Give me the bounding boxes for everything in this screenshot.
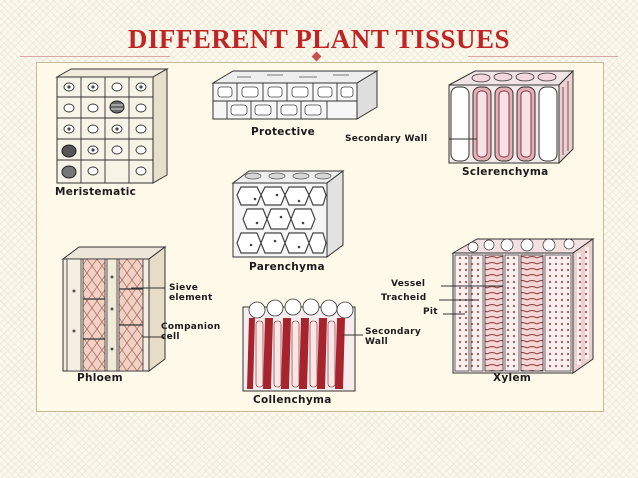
- label-sclerenchyma: Sclerenchyma: [462, 166, 549, 178]
- protective-tissue-drawing: [211, 70, 379, 120]
- label-meristematic: Meristematic: [55, 186, 137, 198]
- label-companion-cell: Companion cell: [161, 322, 221, 342]
- sclerenchyma-tissue-drawing: [448, 69, 575, 165]
- label-collenchyma: Collenchyma: [253, 394, 332, 406]
- parenchyma-tissue-drawing: [231, 170, 345, 258]
- xylem-tissue-drawing: [439, 238, 595, 374]
- label-phloem: Phloem: [77, 372, 123, 384]
- phloem-tissue-drawing: [61, 246, 167, 372]
- label-parenchyma: Parenchyma: [249, 261, 325, 273]
- title-ornament-left: [20, 56, 170, 57]
- label-secondary-wall-bottom: Secondary Wall: [365, 327, 422, 347]
- title-ornament-right: [468, 56, 618, 57]
- label-secondary-wall-top: Secondary Wall: [345, 134, 428, 144]
- collenchyma-tissue-drawing: [242, 298, 363, 392]
- label-xylem: Xylem: [493, 372, 532, 384]
- tissue-diagram-panel: Meristematic Protective Secondary Wall S…: [36, 62, 604, 412]
- meristematic-tissue-drawing: [55, 68, 169, 184]
- label-sieve-element: Sieve element: [169, 283, 213, 303]
- label-pit: Pit: [423, 307, 438, 317]
- label-vessel: Vessel: [391, 279, 426, 289]
- tissue-illustrations: [55, 68, 595, 392]
- label-protective: Protective: [251, 126, 316, 138]
- slide-title: DIFFERENT PLANT TISSUES: [127, 24, 511, 54]
- label-tracheid: Tracheid: [381, 293, 427, 303]
